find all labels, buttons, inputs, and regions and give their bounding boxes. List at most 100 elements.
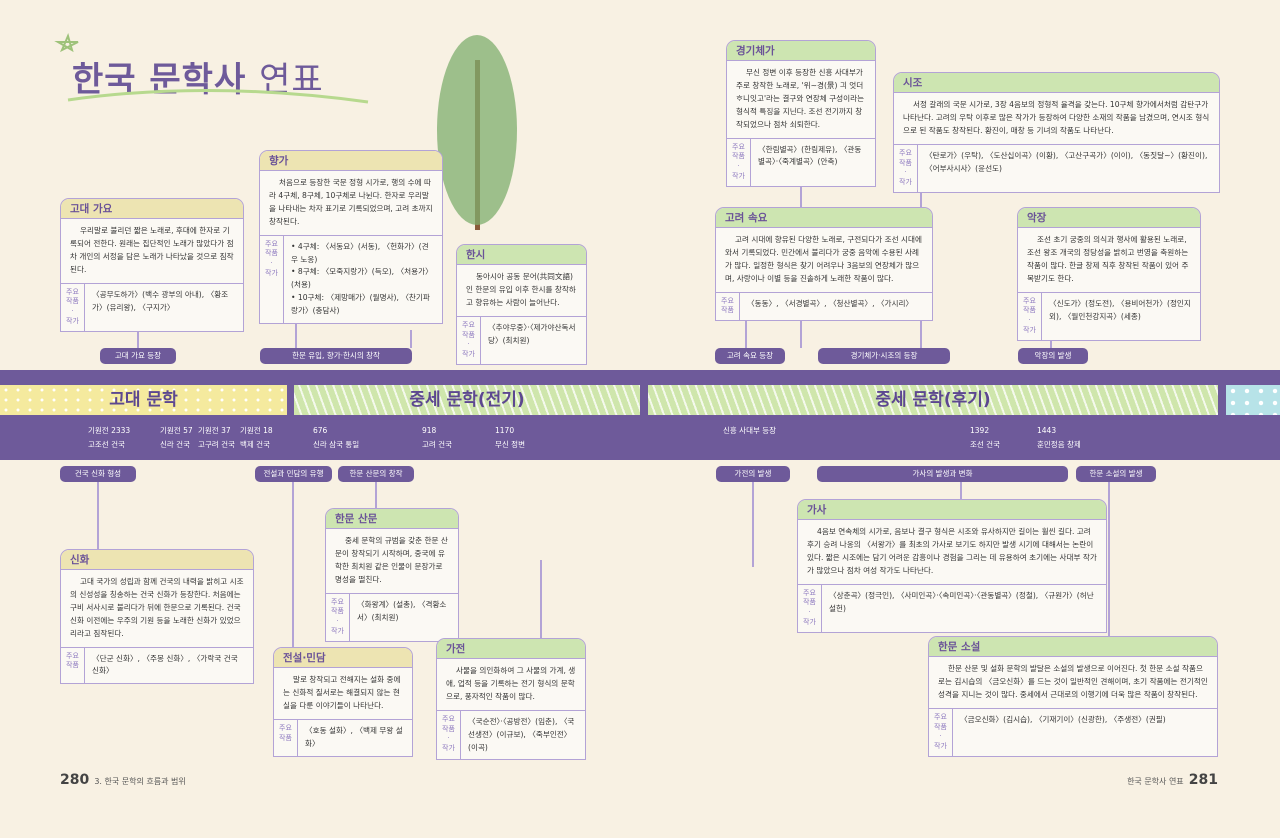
event-label: 한문 산문의 창작 xyxy=(338,466,414,482)
major-works-row: 주요 작품 · 작가• 4구체: 〈서동요〉(서동), 〈헌화가〉(견우 노옹)… xyxy=(260,235,442,324)
event-label: 가사의 발생과 변화 xyxy=(817,466,1068,482)
major-works-label: 주요 작품 · 작가 xyxy=(457,316,481,364)
major-works-row: 주요 작품 · 작가〈탄로가〉(우탁), 〈도산십이곡〉(이황), 〈고산구곡가… xyxy=(894,144,1219,192)
major-works-label: 주요 작품 · 작가 xyxy=(1018,292,1042,340)
timeline-year: 1170 xyxy=(495,426,515,435)
timeline-entry: 1170 무신 정변 xyxy=(495,424,525,453)
major-works-row: 주요 작품 · 작가 〈공무도하가〉(백수 광부의 아내), 〈황조가〉(유리왕)… xyxy=(61,283,243,331)
major-works-list: • 4구체: 〈서동요〉(서동), 〈헌화가〉(견우 노옹) • 8구체: 〈모… xyxy=(291,241,433,316)
timeline-event: 고조선 건국 xyxy=(88,440,125,450)
footer-right: 한국 문학사 연표 281 xyxy=(1127,772,1218,788)
major-works-label: 주요 작품 · 작가 xyxy=(929,708,953,756)
footer-left: 280 3. 한국 문학의 흐름과 범위 xyxy=(60,772,186,788)
connector-line xyxy=(1108,482,1110,636)
major-works-row: 주요 작품 · 작가〈한림별곡〉(한림제유), 〈관동별곡〉·〈죽계별곡〉(안축… xyxy=(727,138,875,186)
genre-card-description: 고대 국가의 성립과 함께 건국의 내력을 밝히고 시조의 신성성을 칭송하는 … xyxy=(61,570,253,648)
genre-card-description: 동아시아 공동 문어(共同文語)인 한문의 유입 이후 한시를 창작하고 향유하… xyxy=(457,265,586,317)
event-label: 한문 소설의 발생 xyxy=(1076,466,1156,482)
timeline-event: 고구려 건국 xyxy=(198,440,235,450)
genre-card-description: 우리말로 불리던 짧은 노래로, 후대에 한자로 기록되어 전한다. 원래는 집… xyxy=(61,219,243,284)
connector-line xyxy=(745,320,747,348)
timeline-entry: 1443 훈민정음 창제 xyxy=(1037,424,1081,453)
major-works-row: 주요 작품 · 작가 〈화왕계〉(설총), 〈격황소서〉(최치원) xyxy=(326,593,458,641)
major-works-list: 〈호동 설화〉, 〈백제 무왕 설화〉 xyxy=(305,725,403,748)
major-works-row: 주요 작품 · 작가 〈상춘곡〉(정극인), 〈사미인곡〉·〈속미인곡〉·〈관동별… xyxy=(798,584,1106,632)
connector-line xyxy=(137,328,139,348)
timeline-year: 기원전 57 xyxy=(160,426,193,435)
genre-card-title: 시조 xyxy=(894,73,1219,93)
period-medieval-late: 중세 문학(후기) xyxy=(648,385,1218,415)
major-works-list: 〈공무도하가〉(백수 광부의 아내), 〈황조가〉(유리왕), 〈구지가〉 xyxy=(92,289,229,312)
genre-card-title: 고려 속요 xyxy=(716,208,932,228)
genre-card-title: 가사 xyxy=(798,500,1106,520)
page-number: 281 xyxy=(1188,772,1218,788)
major-works-list: 〈신도가〉(정도전), 〈용비어천가〉(정인지 외), 〈월인천강지곡〉(세종) xyxy=(1049,298,1191,321)
genre-card-description: 한문 산문 및 설화 문학의 발달은 소설의 발생으로 이어진다. 첫 한문 소… xyxy=(929,657,1217,709)
timeline-event: 무신 정변 xyxy=(495,440,525,450)
genre-card-title: 신화 xyxy=(61,550,253,570)
event-label: 건국 신화 형성 xyxy=(60,466,136,482)
timeline-year: 기원전 2333 xyxy=(88,426,131,435)
genre-card-description: 중세 문학의 규범을 갖춘 한문 산문이 창작되기 시작하며, 중국에 유학한 … xyxy=(326,529,458,594)
genre-card-description: 고려 시대에 향유된 다양한 노래로, 구전되다가 조선 시대에 와서 기록되었… xyxy=(716,228,932,293)
timeline-year: 1392 xyxy=(970,426,990,435)
major-works-list: 〈추야우중〉·〈제가야산독서당〉(최치원) xyxy=(488,322,576,345)
genre-card-title: 고대 가요 xyxy=(61,199,243,219)
genre-card-title: 경기체가 xyxy=(727,41,875,61)
timeline-event: 신라 삼국 통일 xyxy=(313,440,360,450)
event-label: 가전의 발생 xyxy=(716,466,790,482)
major-works-list: 〈국순전〉·〈공방전〉(임춘), 〈국선생전〉(이규보), 〈죽부인전〉(이곡) xyxy=(468,716,575,752)
connector-line xyxy=(375,482,377,508)
genre-card-title: 전설·민담 xyxy=(274,648,412,668)
major-works-label: 주요 작품 · 작가 xyxy=(437,710,461,760)
timeline-event: 백제 건국 xyxy=(240,440,270,450)
pine-tree-illustration xyxy=(437,35,517,230)
event-label: 한문 유입, 향가·한시의 창작 xyxy=(260,348,412,364)
event-label: 악장의 발생 xyxy=(1018,348,1088,364)
major-works-label: 주요 작품 xyxy=(716,292,740,321)
timeline-event: 훈민정음 창제 xyxy=(1037,440,1081,450)
timeline-year: 1443 xyxy=(1037,426,1057,435)
genre-card-title: 악장 xyxy=(1018,208,1200,228)
genre-card-description: 조선 초기 궁중의 의식과 행사에 활용된 노래로, 조선 왕조 개국의 정당성… xyxy=(1018,228,1200,293)
major-works-list: 〈상춘곡〉(정극인), 〈사미인곡〉·〈속미인곡〉·〈관동별곡〉(정철), 〈규… xyxy=(829,590,1094,613)
genre-card-title: 한문 소설 xyxy=(929,637,1217,657)
timeline-event: 고려 건국 xyxy=(422,440,452,450)
timeline-event: 신라 건국 xyxy=(160,440,190,450)
title-main: 한국 문학사 xyxy=(72,60,247,100)
timeline-event: 조선 건국 xyxy=(970,440,1000,450)
major-works-list: 〈단군 신화〉, 〈주몽 신화〉, 〈가락국 건국 신화〉 xyxy=(92,653,238,676)
genre-card-title: 한문 산문 xyxy=(326,509,458,529)
connector-line xyxy=(960,482,962,499)
event-label: 고대 가요 등장 xyxy=(100,348,176,364)
title-decoration xyxy=(54,33,369,104)
genre-card-description: 4음보 연속체의 시가로, 음보나 결구 형식은 시조와 유사하지만 길이는 훨… xyxy=(798,520,1106,585)
major-works-list: 〈화왕계〉(설총), 〈격황소서〉(최치원) xyxy=(357,599,447,622)
genre-card-description: 서정 갈래의 국문 시가로, 3장 4음보의 정형적 율격을 갖는다. 10구체… xyxy=(894,93,1219,145)
period-ancient: 고대 문학 xyxy=(0,385,287,415)
major-works-row: 주요 작품 · 작가 〈국순전〉·〈공방전〉(임춘), 〈국선생전〉(이규보), … xyxy=(437,710,585,760)
major-works-row: 주요 작품 · 작가 〈금오신화〉(김시습), 〈기재기이〉(신광한), 〈주생전… xyxy=(929,708,1217,756)
major-works-label: 주요 작품 · 작가 xyxy=(798,584,822,632)
major-works-label: 주요 작품 · 작가 xyxy=(326,593,350,641)
connector-line xyxy=(292,482,294,647)
connector-line xyxy=(295,305,297,348)
connector-line xyxy=(97,482,99,549)
major-works-list: 〈금오신화〉(김시습), 〈기재기이〉(신광한), 〈주생전〉(권필) xyxy=(960,714,1166,724)
genre-card-title: 향가 xyxy=(260,151,442,171)
major-works-label: 주요 작품 · 작가 xyxy=(61,283,85,331)
genre-card-description: 무신 정변 이후 등장한 신흥 사대부가 주로 창작한 노래로, '위~경(景)… xyxy=(727,61,875,139)
major-works-label: 주요 작품 xyxy=(61,647,85,684)
major-works-label: 주요 작품 · 작가 xyxy=(894,144,918,192)
period-modern-tape xyxy=(1226,385,1280,415)
genre-card-description: 말로 창작되고 전해지는 설화 중에는 신화적 질서로는 해결되지 않는 현실을… xyxy=(274,668,412,720)
